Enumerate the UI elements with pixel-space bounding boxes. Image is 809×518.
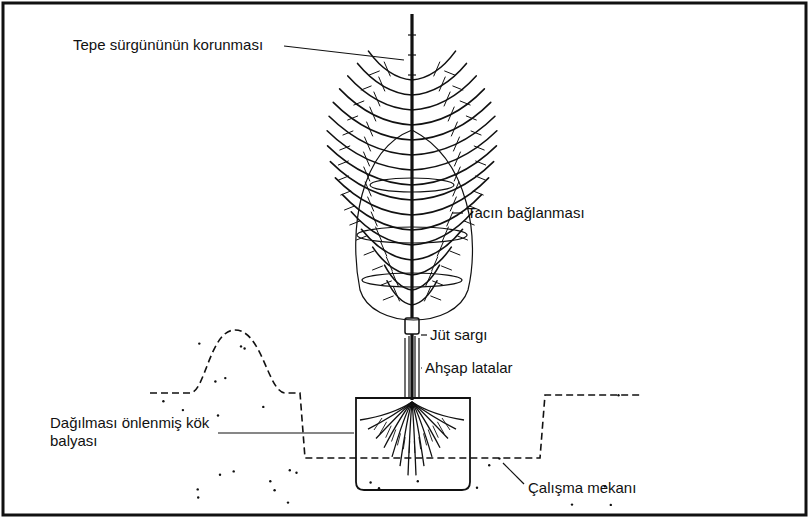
work-space-label: Çalışma mekanı xyxy=(528,479,636,497)
shoot-protection-label: Tepe sürgününün korunması xyxy=(73,36,263,54)
crown-binding xyxy=(356,130,473,320)
slats-label: Ahşap latalar xyxy=(425,359,513,377)
frame xyxy=(3,3,806,515)
crown-binding-label: Tacın bağlanması xyxy=(467,204,585,222)
root-ball-label: Dağılması önlenmiş kök balyası xyxy=(50,414,215,450)
root-ball xyxy=(356,398,470,490)
jute-wrap-label: Jüt sargı xyxy=(430,326,488,344)
top-shoot-protection xyxy=(408,35,416,75)
roots xyxy=(360,402,464,475)
leader-lines xyxy=(218,46,524,484)
planting-pit xyxy=(150,330,640,458)
trunk xyxy=(410,14,413,400)
